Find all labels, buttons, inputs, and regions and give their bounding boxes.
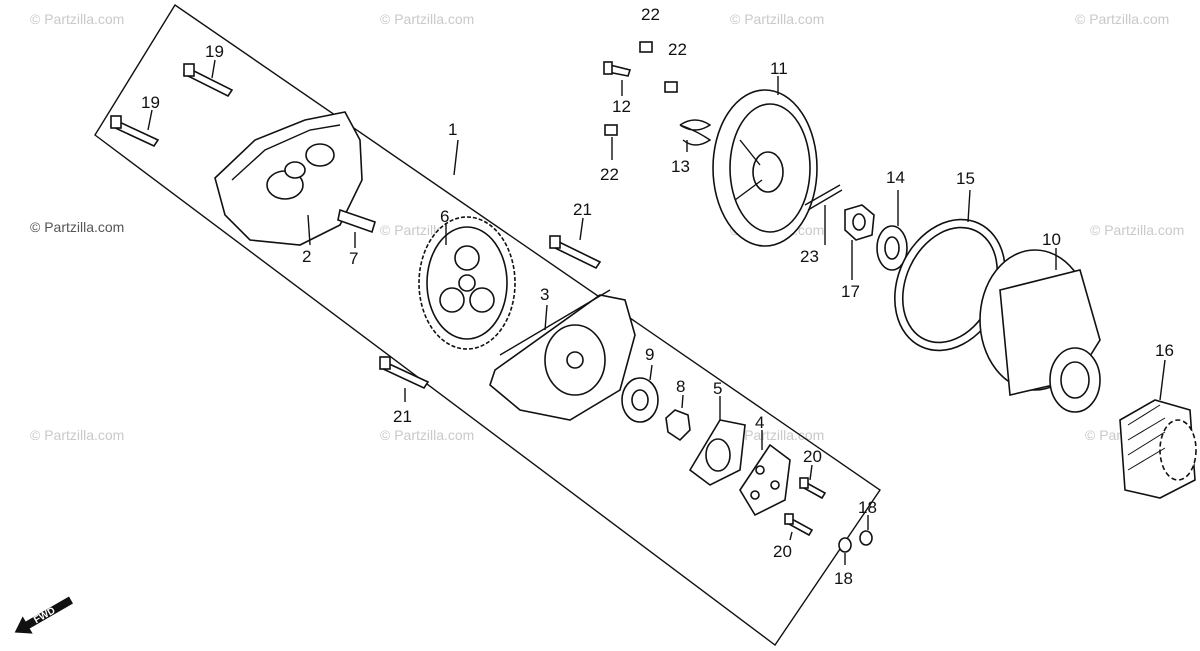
callout-17: 17 [841, 282, 860, 301]
leader-8 [681, 394, 684, 409]
callout-4: 4 [755, 413, 764, 432]
pump-body [489, 289, 636, 421]
screw-20-lower [784, 513, 814, 537]
callout-3: 3 [540, 285, 549, 304]
pump-cover [214, 111, 363, 246]
callout-15: 15 [956, 169, 975, 188]
leader-16 [1159, 359, 1166, 401]
callout-23: 23 [800, 247, 819, 266]
leader-3 [544, 304, 548, 331]
callout-22a: 22 [641, 5, 660, 24]
callout-13: 13 [671, 157, 690, 176]
fwd-arrow: FWD [14, 596, 73, 634]
leader-15 [967, 189, 971, 223]
watermark: © Partzilla.com [730, 11, 824, 27]
callout-6: 6 [440, 207, 449, 226]
assembly-outline [94, 4, 881, 647]
callout-19a: 19 [205, 42, 224, 61]
cover-gasket [894, 218, 1006, 352]
leader-9 [649, 364, 653, 381]
callout-12: 12 [612, 97, 631, 116]
bolt-22a [639, 41, 653, 53]
castle-nut [844, 204, 875, 241]
callout-1: 1 [448, 120, 457, 139]
bolt-19-lower [109, 115, 160, 148]
watermark: © Partzilla.com [1075, 11, 1169, 27]
leader-20b [789, 531, 793, 541]
callout-18a: 18 [858, 498, 877, 517]
callout-20a: 20 [803, 447, 822, 466]
inner-rotor [665, 409, 691, 442]
callout-22c: 22 [600, 165, 619, 184]
gasket [688, 419, 746, 486]
bolt-19-upper [182, 63, 234, 98]
callout-14: 14 [886, 168, 905, 187]
callout-21b: 21 [393, 407, 412, 426]
o-rings [838, 530, 873, 553]
leader-19b [147, 109, 153, 131]
callout-2: 2 [302, 247, 311, 266]
callout-19b: 19 [141, 93, 160, 112]
watermark: © Partzilla.com [730, 427, 824, 443]
watermark: © Partzilla.com [30, 427, 124, 443]
watermark: © Partzilla.com [1090, 222, 1184, 238]
clutch-outer [712, 89, 818, 247]
bolt-22c [604, 124, 618, 136]
bolt-21-upper [549, 235, 602, 270]
bolt-21-lower [379, 356, 430, 390]
callout-22b: 22 [668, 40, 687, 59]
callout-8: 8 [676, 377, 685, 396]
callout-16: 16 [1155, 341, 1174, 360]
watermark: © Partzilla.com [380, 11, 474, 27]
fwd-label: FWD [32, 605, 57, 626]
callout-10: 10 [1042, 230, 1061, 249]
screw-20-upper [799, 477, 827, 500]
sprocket [418, 216, 516, 350]
leader-1 [453, 139, 459, 176]
callout-20b: 20 [773, 542, 792, 561]
watermark: © Partzilla.com [30, 11, 124, 27]
fwd-arrow-icon [14, 596, 73, 634]
leader-19a [211, 59, 216, 79]
bolt-12 [603, 61, 632, 77]
callout-7: 7 [349, 249, 358, 268]
callout-18b: 18 [834, 569, 853, 588]
bolt-22b [664, 81, 678, 93]
washer [876, 225, 908, 271]
outer-rotor [621, 377, 659, 423]
watermark: © Partzilla.com [30, 219, 124, 235]
stud [337, 208, 376, 248]
callout-21a: 21 [573, 200, 592, 219]
pump-plate [739, 443, 791, 517]
spring [679, 119, 712, 146]
gear [1119, 399, 1197, 499]
callout-5: 5 [713, 379, 722, 398]
hub [979, 249, 1101, 413]
leader-21a [579, 217, 584, 241]
cotter-pin [804, 184, 843, 211]
watermark: © Partzilla.com [380, 427, 474, 443]
leader-20a [809, 464, 813, 481]
callout-9: 9 [645, 345, 654, 364]
callout-11: 11 [770, 59, 788, 78]
